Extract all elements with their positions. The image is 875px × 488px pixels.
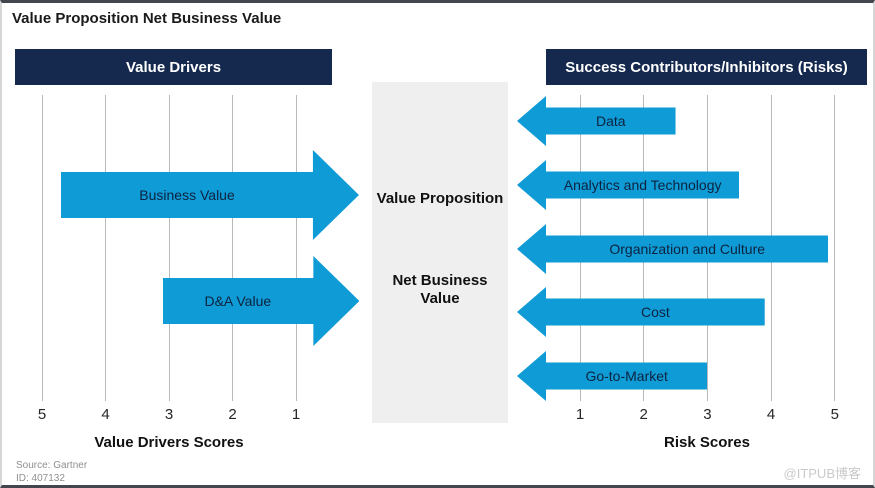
axis-tick-label: 2 (639, 406, 648, 423)
gridline (295, 95, 297, 401)
value-proposition-box: Value Proposition Net Business Value (372, 82, 508, 423)
value-drivers-scores-axis-label: Value Drivers Scores (94, 434, 244, 451)
risk-arrow: Data (517, 96, 676, 146)
value-drivers-header-label: Value Drivers (125, 58, 222, 76)
axis-tick-label: 3 (164, 406, 174, 423)
risk-arrow: Analytics and Technology (517, 159, 740, 210)
gridline (41, 95, 43, 401)
axis-tick-label: 4 (101, 406, 110, 423)
axis-tick-label: 1 (575, 406, 585, 423)
arrow-shape (517, 351, 708, 401)
gridline (232, 95, 233, 401)
arrow-label: Business Value (139, 187, 235, 203)
risk-arrow: Cost (517, 287, 765, 338)
axis-tick-label: 4 (766, 406, 776, 423)
page-title: Value Proposition Net Business Value (12, 10, 282, 27)
value-proposition-label: Value Proposition (376, 190, 504, 207)
source-note: Source: Gartner ID: 407132 (16, 460, 87, 485)
gridline (834, 95, 836, 401)
arrow-shape (517, 223, 829, 274)
value-drivers-header: Value Drivers (15, 49, 332, 85)
axis-tick-label: 5 (830, 406, 839, 423)
source-line: Source: Gartner (16, 460, 88, 471)
risks-header-label: Success Contributors/Inhibitors (Risks) (565, 58, 848, 76)
gridline (168, 95, 170, 401)
arrow-label: Data (595, 113, 626, 129)
gridline (105, 95, 106, 401)
risk-arrow: Organization and Culture (517, 223, 829, 274)
risks-header: Success Contributors/Inhibitors (Risks) (546, 49, 867, 85)
axis-tick-label: 2 (228, 406, 237, 423)
risk-scores-axis-label: Risk Scores (664, 434, 750, 451)
axis-tick-label: 3 (703, 406, 712, 423)
arrow-shape (517, 287, 765, 338)
axis-tick-label: 1 (291, 406, 301, 423)
axis-tick-label: 5 (37, 406, 47, 423)
arrow-shape (61, 150, 359, 240)
watermark: @ITPUB博客 (783, 466, 861, 481)
net-business-value-label: Net Business Value (392, 272, 488, 307)
risk-arrow: Go-to-Market (517, 351, 708, 401)
arrow-shape (517, 159, 740, 210)
arrow-label: D&A Value (204, 293, 272, 309)
arrow-label: Go-to-Market (585, 368, 668, 384)
arrow-shape (517, 96, 676, 146)
arrow-label: Analytics and Technology (563, 176, 722, 193)
arrow-label: Organization and Culture (609, 240, 766, 257)
arrow-shape (162, 256, 359, 346)
arrow-label: Cost (640, 304, 670, 321)
value-driver-arrow: Business Value (61, 150, 359, 240)
value-driver-arrow: D&A Value (162, 256, 359, 346)
document-id-line: ID: 407132 (16, 472, 65, 484)
